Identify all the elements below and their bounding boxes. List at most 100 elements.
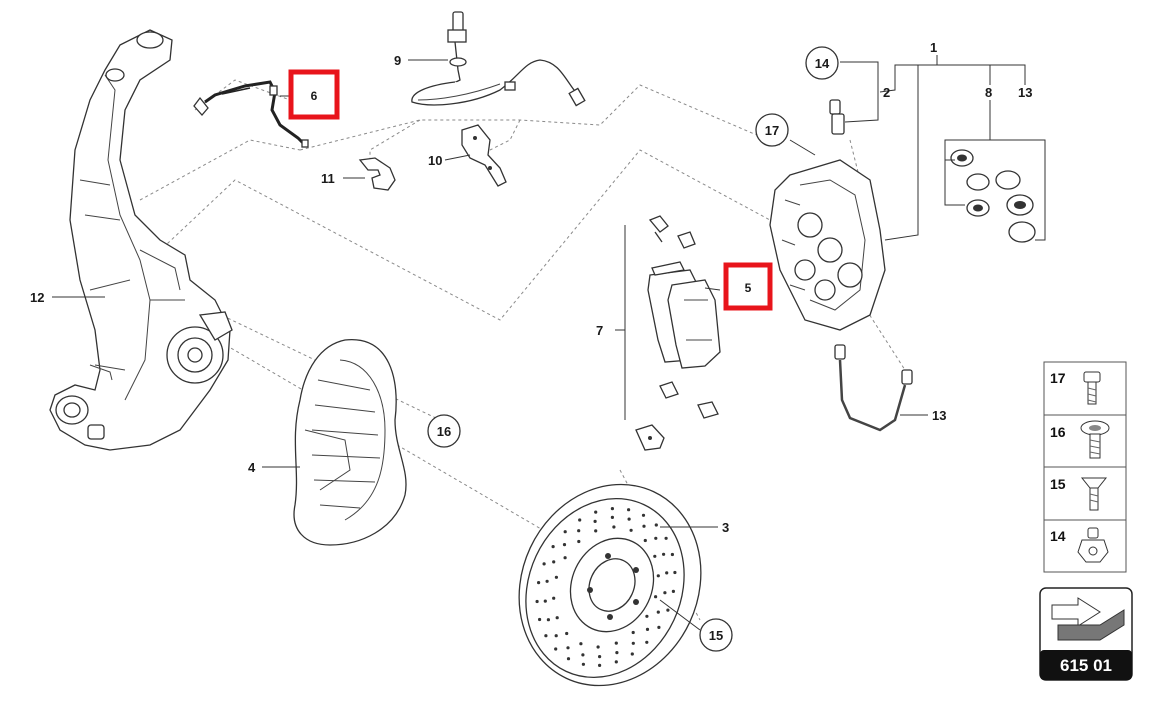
svg-text:17: 17 xyxy=(1050,370,1066,386)
disc-drill-hole xyxy=(654,523,658,527)
disc-drill-hole xyxy=(545,579,549,583)
disc-drill-hole xyxy=(654,536,658,540)
countersunk-screw-icon xyxy=(1080,477,1108,511)
disc-drill-hole xyxy=(566,646,570,650)
disc-drill-hole xyxy=(565,631,569,636)
disc-drill-hole xyxy=(657,625,661,630)
disc-drill-hole xyxy=(554,647,558,651)
disc-drill-hole xyxy=(537,581,541,585)
callout-12: 12 xyxy=(30,290,44,305)
disc-drill-hole xyxy=(562,543,567,547)
disc-drill-hole xyxy=(593,519,597,524)
callout-11: 11 xyxy=(321,171,335,186)
pad-hardware-clips xyxy=(635,215,719,451)
disc-drill-hole xyxy=(577,529,581,533)
diagram-reference-code: 615 01 xyxy=(1060,656,1112,675)
legend-item-16: 16 xyxy=(1050,420,1110,459)
disc-drill-hole xyxy=(551,545,555,549)
disc-drill-hole xyxy=(643,538,647,543)
steering-knuckle xyxy=(49,29,233,451)
disc-drill-hole xyxy=(610,515,615,520)
disc-drill-hole xyxy=(631,630,635,635)
disc-drill-hole xyxy=(579,642,583,646)
flanged-screw-icon xyxy=(1080,420,1110,459)
brake-hose-line xyxy=(193,80,309,148)
brake-disc xyxy=(518,483,702,687)
disc-drill-hole xyxy=(552,596,556,600)
bolt-icon xyxy=(1083,371,1101,405)
brake-pads xyxy=(647,261,721,369)
fastener-legend: 17 16 15 xyxy=(1043,361,1127,573)
disc-drill-hole xyxy=(577,539,581,544)
callout-7: 7 xyxy=(596,323,603,338)
disc-drill-hole xyxy=(612,525,616,529)
svg-text:14: 14 xyxy=(815,56,830,71)
disc-drill-hole xyxy=(666,608,670,612)
callout-8: 8 xyxy=(985,85,992,100)
disc-drill-hole xyxy=(665,571,669,575)
disc-drill-hole xyxy=(614,641,618,645)
highlighted-callouts: 6 5 xyxy=(288,69,773,311)
disc-drill-hole xyxy=(554,575,559,579)
callout-13-top: 13 xyxy=(1018,85,1032,100)
svg-text:16: 16 xyxy=(1050,424,1066,440)
disc-drill-hole xyxy=(563,556,567,560)
disc-drill-hole xyxy=(614,660,618,664)
disc-drill-hole xyxy=(631,641,635,645)
disc-drill-hole xyxy=(629,528,633,532)
callout-6-highlighted[interactable]: 6 xyxy=(288,69,340,120)
callout-9: 9 xyxy=(394,53,401,68)
disc-drill-hole xyxy=(542,562,546,566)
bleed-screw xyxy=(829,99,845,135)
disc-drill-hole xyxy=(543,599,547,603)
callout-10: 10 xyxy=(428,153,442,168)
svg-text:15: 15 xyxy=(1050,476,1066,492)
legend-item-14: 14 xyxy=(1050,527,1109,563)
svg-text:17: 17 xyxy=(765,123,779,138)
diagram-reference-badge: 615 01 xyxy=(1039,587,1133,681)
direction-arrow-icon xyxy=(1051,597,1125,641)
disc-drill-hole xyxy=(663,591,667,595)
disc-drill-hole xyxy=(563,530,567,534)
disc-drill-hole xyxy=(552,560,556,564)
svg-text:16: 16 xyxy=(437,424,451,439)
disc-drill-hole xyxy=(581,653,585,657)
callout-14: 14 xyxy=(805,46,839,80)
disc-drill-hole xyxy=(535,599,539,604)
callout-3: 3 xyxy=(722,520,729,535)
brake-dust-shield xyxy=(293,339,407,546)
legend-item-15: 15 xyxy=(1050,476,1108,511)
svg-text:5: 5 xyxy=(745,281,752,295)
bleed-valve-icon xyxy=(1077,527,1109,563)
disc-drill-hole xyxy=(627,508,631,512)
callout-5-highlighted[interactable]: 5 xyxy=(723,262,773,311)
callout-2: 2 xyxy=(883,85,890,100)
svg-text:6: 6 xyxy=(311,89,318,103)
disc-drill-hole xyxy=(598,663,602,668)
disc-drill-hole xyxy=(544,634,548,638)
disc-drill-hole xyxy=(645,627,650,632)
piston-seal-kit xyxy=(950,149,1036,243)
callout-16: 16 xyxy=(427,414,461,448)
disc-drill-hole xyxy=(610,507,615,511)
callout-labels: 1 2 8 13 9 10 11 12 7 4 3 13 xyxy=(30,40,1032,535)
leader-lines xyxy=(52,55,1046,631)
disc-drill-hole xyxy=(645,614,649,618)
assembly-dashed-lines xyxy=(139,79,906,621)
disc-drill-hole xyxy=(664,536,668,540)
disc-drill-hole xyxy=(538,617,542,622)
disc-drill-hole xyxy=(596,645,600,649)
callout-1: 1 xyxy=(930,40,937,55)
svg-text:14: 14 xyxy=(1050,528,1066,544)
svg-text:15: 15 xyxy=(709,628,723,643)
hose-bracket xyxy=(461,124,507,187)
disc-drill-hole xyxy=(673,570,677,575)
disc-cross-drill-holes xyxy=(535,507,677,668)
disc-drill-hole xyxy=(653,554,657,558)
disc-drill-hole xyxy=(630,652,634,656)
flex-brake-hose xyxy=(411,11,586,107)
brake-pipe xyxy=(834,344,913,432)
disc-drill-hole xyxy=(615,651,619,655)
disc-drill-hole xyxy=(656,610,660,614)
